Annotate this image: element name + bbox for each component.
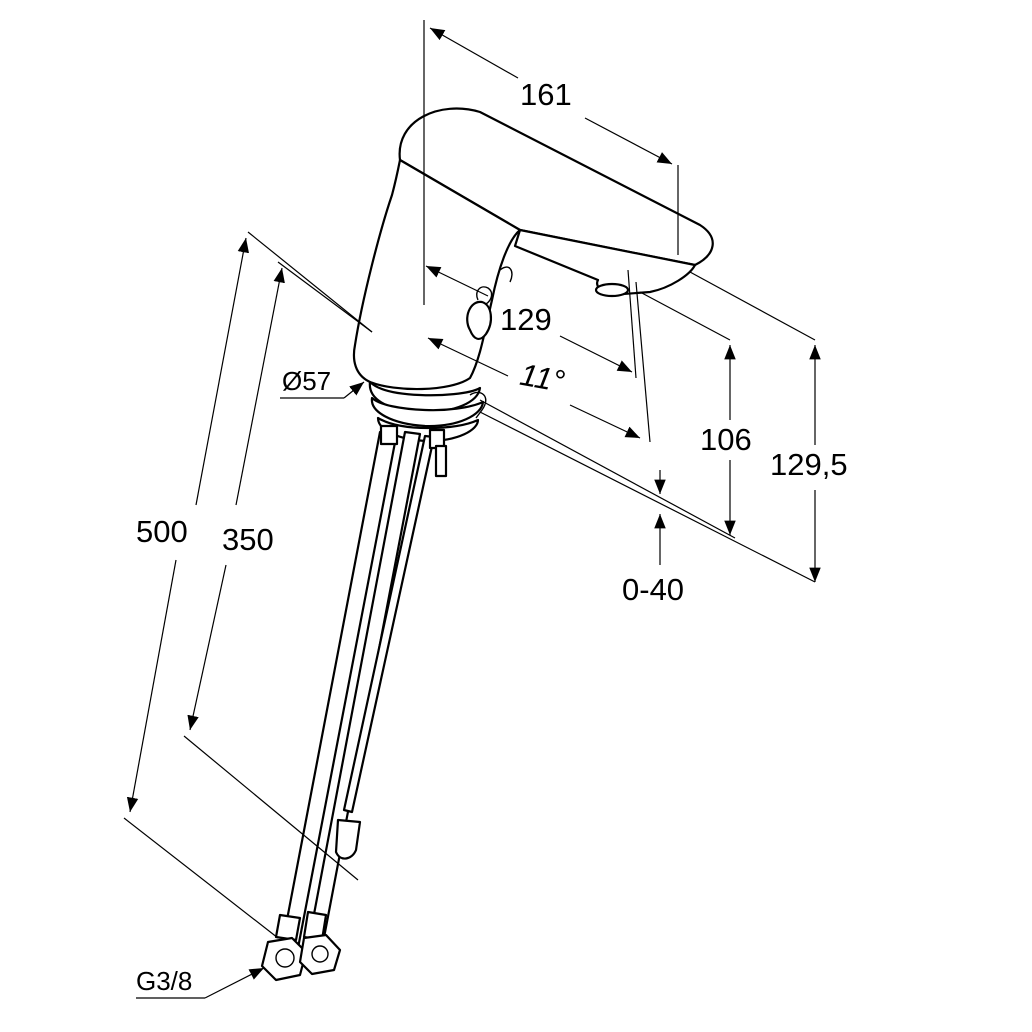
- hex-nut-long: [260, 936, 308, 982]
- sensor-detail: [476, 286, 493, 305]
- label-total-height: 129,5: [770, 447, 848, 482]
- label-deck-thickness: 0-40: [622, 572, 684, 607]
- label-connection-thread: G3/8: [136, 966, 192, 996]
- sensor-arc: [499, 266, 513, 283]
- washer-plate: [469, 391, 487, 419]
- connector-pin-1: [379, 424, 399, 446]
- sensor-window: [466, 300, 492, 340]
- dimension-lines: [123, 20, 821, 999]
- label-angle: 11°: [517, 357, 567, 399]
- aerator: [594, 282, 630, 298]
- label-spout-reach: 161: [520, 77, 572, 112]
- fitting-short: [334, 818, 362, 860]
- dimension-labels: 161 129 11° 106 129,5 0-40 500 350 Ø57 G…: [136, 77, 848, 996]
- mounting-nut: [376, 416, 480, 443]
- label-hose-long: 500: [136, 514, 188, 549]
- hex-nut-bore-1: [275, 948, 295, 968]
- spout-top: [398, 107, 714, 267]
- label-base-diameter: Ø57: [282, 366, 331, 396]
- label-spout-height: 106: [700, 422, 752, 457]
- supply-hoses: [260, 424, 448, 982]
- hex-nut-bore-2: [311, 945, 329, 963]
- hose-mid: [306, 430, 422, 950]
- hex-nut-mid: [298, 933, 342, 976]
- connector-pin-3: [434, 444, 448, 478]
- fitting-long-sleeve: [274, 913, 302, 942]
- label-hose-short: 350: [222, 522, 274, 557]
- label-projection: 129: [500, 302, 552, 337]
